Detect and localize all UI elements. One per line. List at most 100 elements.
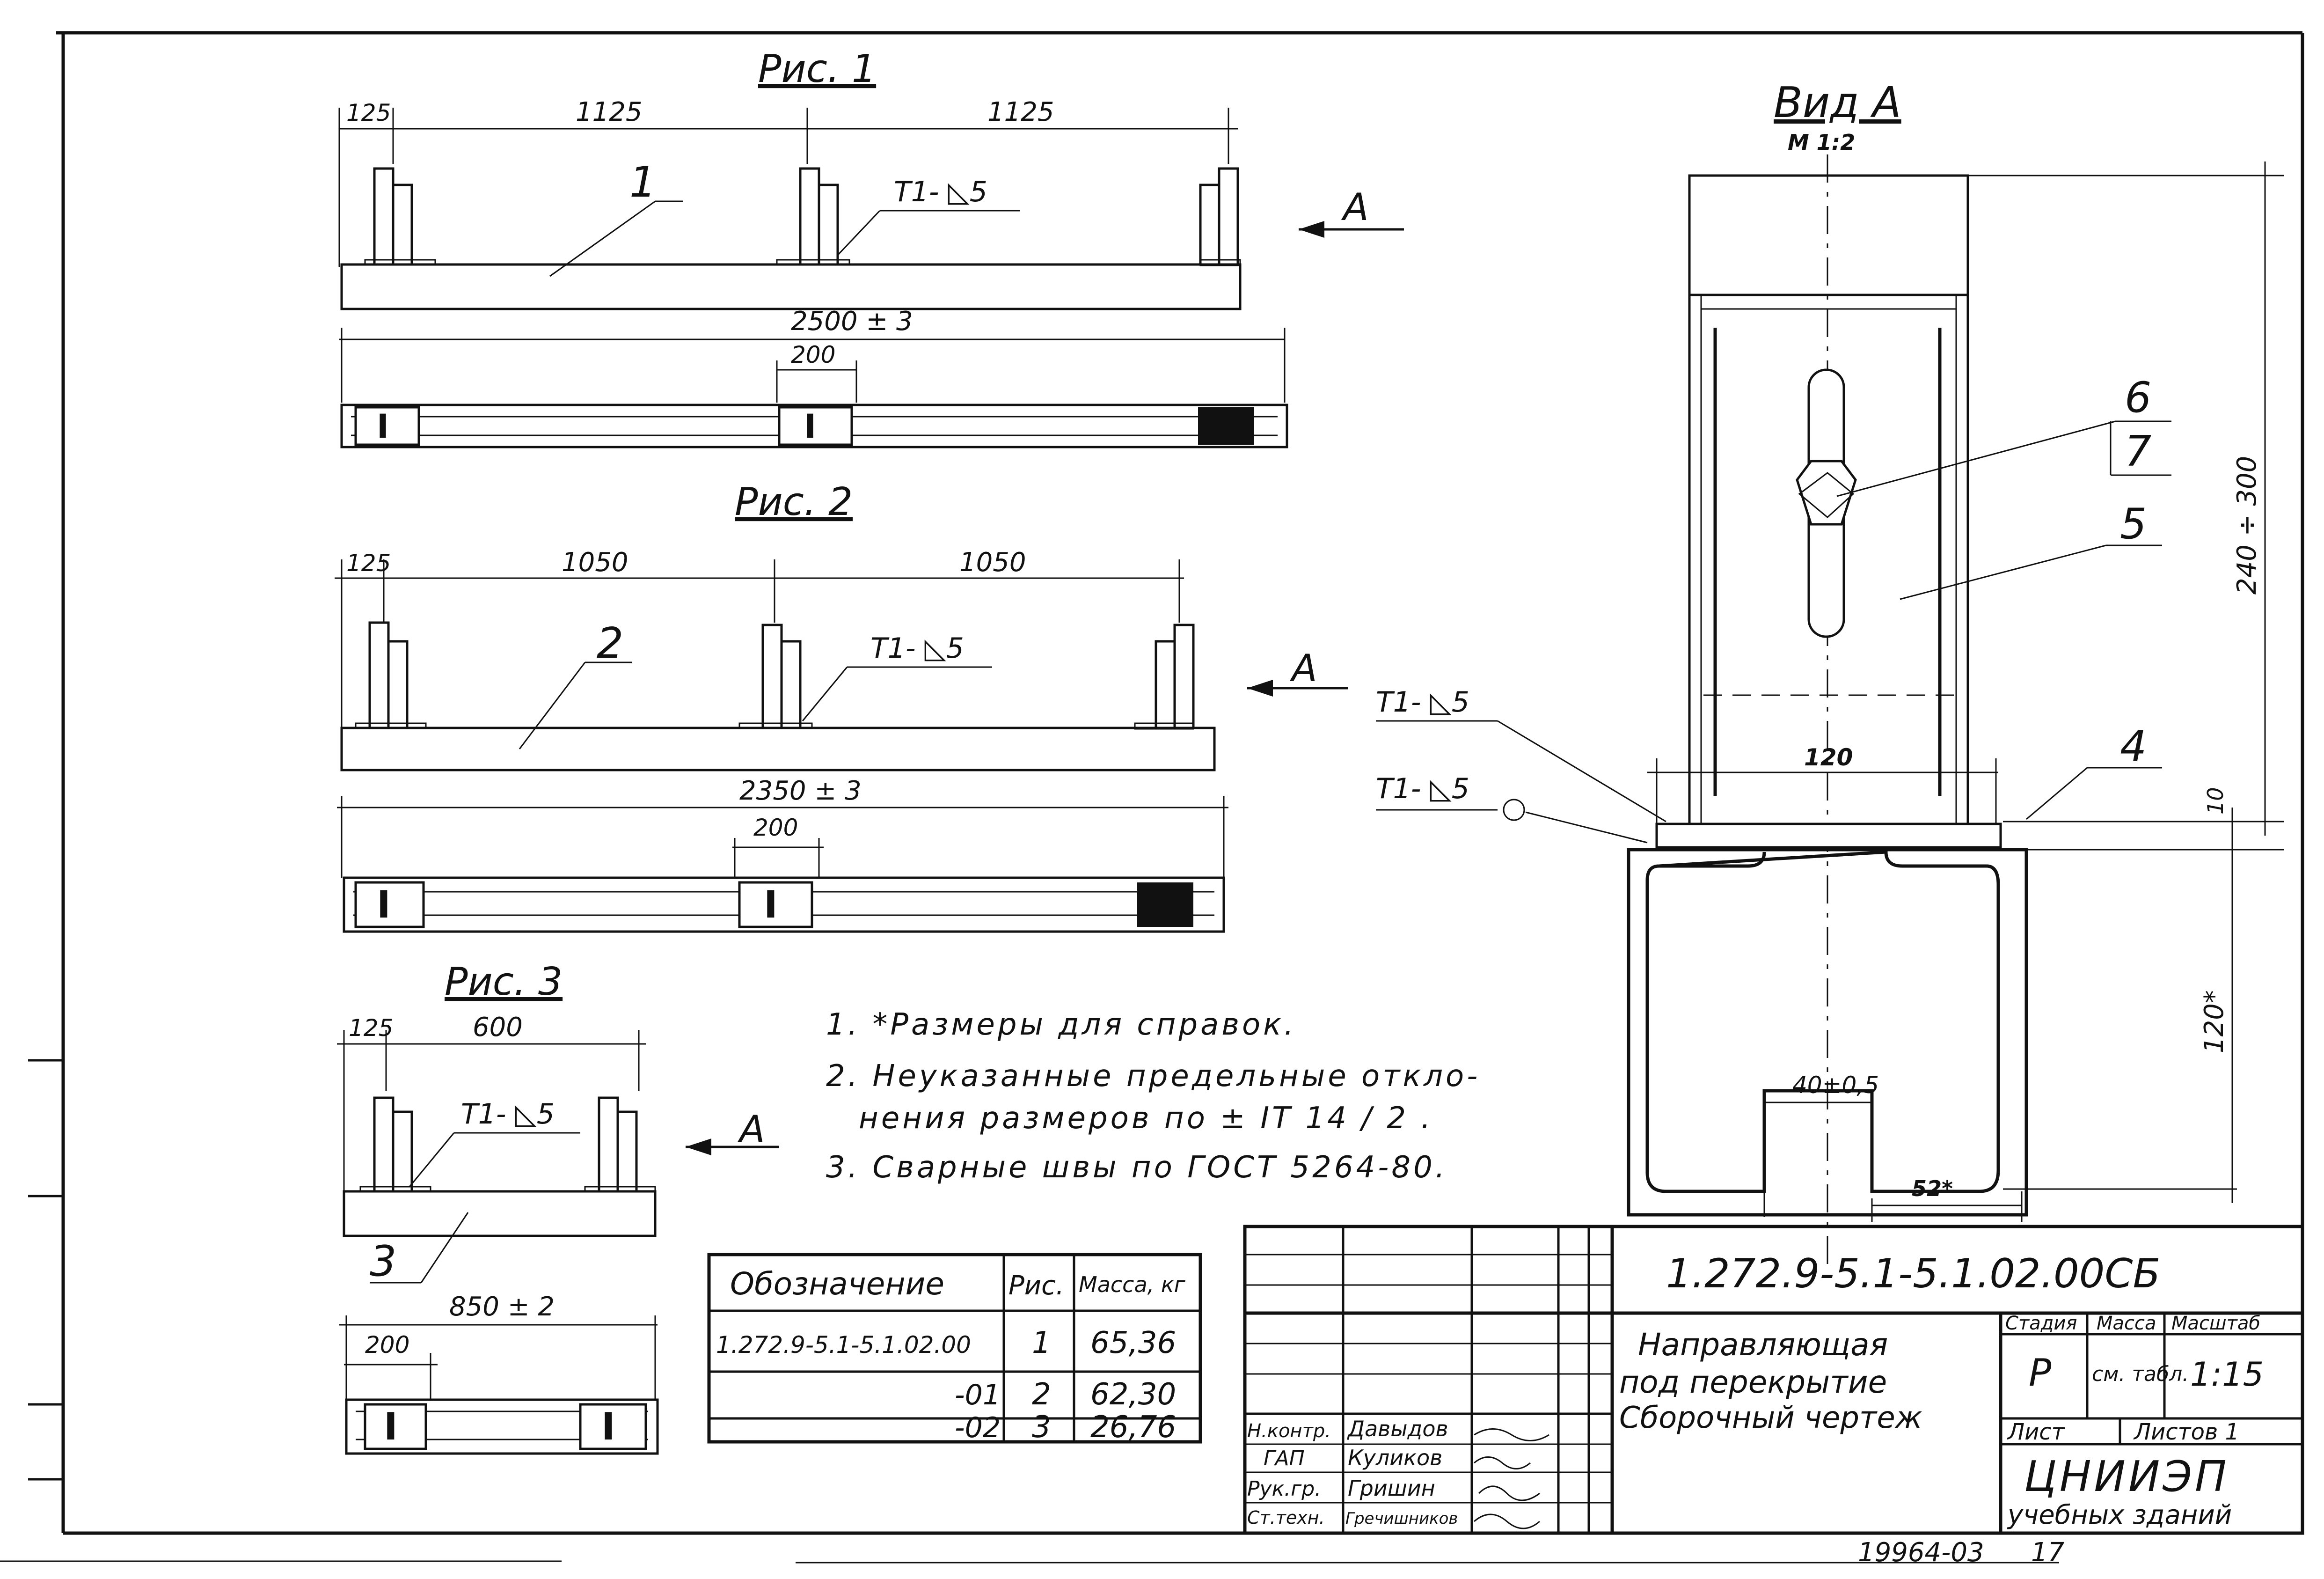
fig3-dim-total: 850 ± 2 xyxy=(449,1292,555,1322)
figure-3: Рис. 3 125 600 Т1- ◺5 3 А 850 ± 2 200 xyxy=(337,960,779,1455)
view-a: Вид А М 1:2 6 7 5 4 xyxy=(1376,78,2284,1264)
fig2-dim-span-right: 1050 xyxy=(959,547,1026,578)
fig3-dim-edge: 125 xyxy=(349,1014,393,1042)
title-org-2: учебных зданий xyxy=(2007,1500,2232,1530)
signer-name-2: Гришин xyxy=(1348,1476,1435,1501)
view-a-dim-slot: 40±0,5 xyxy=(1792,1072,1879,1099)
signer-role-0: Н.контр. xyxy=(1247,1420,1331,1442)
fig1-pos-1: 1 xyxy=(629,158,656,207)
title-code: 1.272.9-5.1-5.1.02.00СБ xyxy=(1666,1250,2160,1297)
figure-2: Рис. 2 125 1050 1050 2 Т1- ◺5 А 2350 ± 3 xyxy=(335,480,1348,933)
note-2a: 2. Неуказанные предельные откло- xyxy=(826,1059,1480,1094)
fig3-pos-3: 3 xyxy=(370,1237,396,1286)
title-stage-header: Стадия xyxy=(2005,1313,2077,1334)
signer-name-1: Куликов xyxy=(1348,1445,1442,1470)
fig3-beam xyxy=(343,1190,657,1237)
fig2-beam xyxy=(340,727,1216,771)
fig1-dim-total: 2500 ± 3 xyxy=(791,306,913,337)
title-mass: см. табл. xyxy=(2092,1362,2189,1386)
title-name-1: Направляющая xyxy=(1638,1327,1888,1363)
view-a-pos-5: 5 xyxy=(2120,499,2147,549)
spec-row-0-mass: 65,36 xyxy=(1090,1326,1176,1360)
signer-name-0: Давыдов xyxy=(1347,1416,1448,1441)
figure-3-title: Рис. 3 xyxy=(445,960,563,1004)
note-2b: нения размеров по ± IT 14 / 2 . xyxy=(859,1101,1433,1136)
spec-header-designation: Обозначение xyxy=(730,1266,944,1302)
fig3-dim-bottom: 200 xyxy=(365,1331,409,1359)
title-org-1: ЦНИИЭП xyxy=(2024,1452,2229,1501)
spec-row-0-designation: 1.272.9-5.1-5.1.02.00 xyxy=(716,1331,971,1359)
fig2-weld: Т1- ◺5 xyxy=(870,632,964,665)
signer-role-1: ГАП xyxy=(1264,1447,1305,1470)
footer-page: 17 xyxy=(2031,1537,2065,1568)
svg-text:I: I xyxy=(384,1405,398,1448)
notes: 1. *Размеры для справок. 2. Неуказанные … xyxy=(826,1007,1480,1185)
title-name-3: Сборочный чертеж xyxy=(1619,1401,1922,1435)
fig1-weld: Т1- ◺5 xyxy=(894,176,987,208)
spec-row-2-mass: 26,76 xyxy=(1090,1410,1176,1445)
fig1-beam xyxy=(340,263,1242,310)
view-a-pos-7: 7 xyxy=(2125,427,2151,476)
spec-row-2-fig: 3 xyxy=(1032,1410,1051,1445)
title-block: Н.контр. Давыдов ГАП Куликов Рук.гр. Гри… xyxy=(1243,1225,2304,1535)
spec-header-mass: Масса, кг xyxy=(1079,1272,1186,1297)
footer-number: 19964-03 xyxy=(1858,1537,1984,1568)
fig2-dim-span-left: 1050 xyxy=(562,547,629,578)
view-a-scale: М 1:2 xyxy=(1788,130,1855,155)
fig1-view-arrow: А xyxy=(1341,185,1369,229)
fig2-dim-total: 2350 ± 3 xyxy=(739,776,862,806)
fig1-dim-span-right: 1125 xyxy=(987,97,1054,127)
view-a-dim-height-top: 240 ÷ 300 xyxy=(2232,456,2262,595)
fig3-view-arrow: А xyxy=(737,1108,765,1151)
svg-text:I: I xyxy=(804,407,816,446)
figure-2-title: Рис. 2 xyxy=(735,480,853,524)
svg-text:I: I xyxy=(377,407,389,446)
spec-table: Обозначение Рис. Масса, кг 1.272.9-5.1-5… xyxy=(707,1253,1202,1445)
svg-text:I: I xyxy=(601,1405,615,1448)
fig2-pos-2: 2 xyxy=(597,619,623,668)
spec-row-1-designation: -01 xyxy=(955,1379,1001,1411)
svg-text:I: I xyxy=(377,883,391,926)
view-a-dim-width: 120 xyxy=(1804,744,1853,771)
title-stage: Р xyxy=(2029,1351,2052,1395)
note-1: 1. *Размеры для справок. xyxy=(826,1007,1296,1042)
view-a-dim-height-rail: 120* xyxy=(2199,990,2229,1053)
title-mass-header: Масса xyxy=(2097,1313,2156,1334)
fig2-dim-edge: 125 xyxy=(346,550,391,577)
figure-1-title: Рис. 1 xyxy=(758,47,876,91)
fig2-dim-bottom: 200 xyxy=(753,814,798,841)
spec-row-0-fig: 1 xyxy=(1032,1326,1051,1360)
view-a-upper-block xyxy=(1688,174,1969,296)
fig2-view-arrow: А xyxy=(1289,646,1317,690)
spec-row-1-mass: 62,30 xyxy=(1090,1377,1176,1412)
view-a-weld-1: Т1- ◺5 xyxy=(1376,686,1469,719)
svg-text:I: I xyxy=(764,883,778,926)
figure-1: Рис. 1 125 1125 1125 1 Т1- ◺5 А xyxy=(338,47,1404,448)
signer-role-2: Рук.гр. xyxy=(1247,1477,1321,1501)
view-a-pos-6: 6 xyxy=(2125,373,2151,422)
spec-header-fig: Рис. xyxy=(1009,1271,1064,1301)
title-scale: 1:15 xyxy=(2190,1355,2264,1394)
title-name-2: под перекрытие xyxy=(1619,1364,1887,1400)
footer: 19964-03 17 xyxy=(1858,1537,2065,1568)
title-sheet-label: Лист xyxy=(2007,1419,2066,1445)
view-a-plate xyxy=(1655,823,2002,849)
view-a-weld-2: Т1- ◺5 xyxy=(1376,772,1469,805)
view-a-pos-4: 4 xyxy=(2120,722,2147,771)
fig1-dim-bottom: 200 xyxy=(791,341,835,368)
signer-role-3: Ст.техн. xyxy=(1247,1507,1325,1528)
view-a-dim-gap: 10 xyxy=(2203,787,2228,815)
signer-name-3: Гречишников xyxy=(1345,1509,1458,1528)
fig3-dim-span: 600 xyxy=(473,1012,523,1043)
fig3-weld: Т1- ◺5 xyxy=(461,1098,555,1131)
title-scale-header: Масштаб xyxy=(2171,1313,2260,1334)
spec-row-1-fig: 2 xyxy=(1032,1377,1051,1412)
fig1-dim-edge: 125 xyxy=(346,99,391,126)
title-sheets-label: Листов 1 xyxy=(2133,1419,2239,1445)
note-3: 3. Сварные швы по ГОСТ 5264-80. xyxy=(826,1150,1447,1185)
fig1-dim-span-left: 1125 xyxy=(576,97,643,127)
spec-row-2-designation: -02 xyxy=(955,1411,1001,1444)
view-a-title: Вид А xyxy=(1774,78,1901,127)
view-a-dim-base: 52* xyxy=(1912,1176,1953,1201)
